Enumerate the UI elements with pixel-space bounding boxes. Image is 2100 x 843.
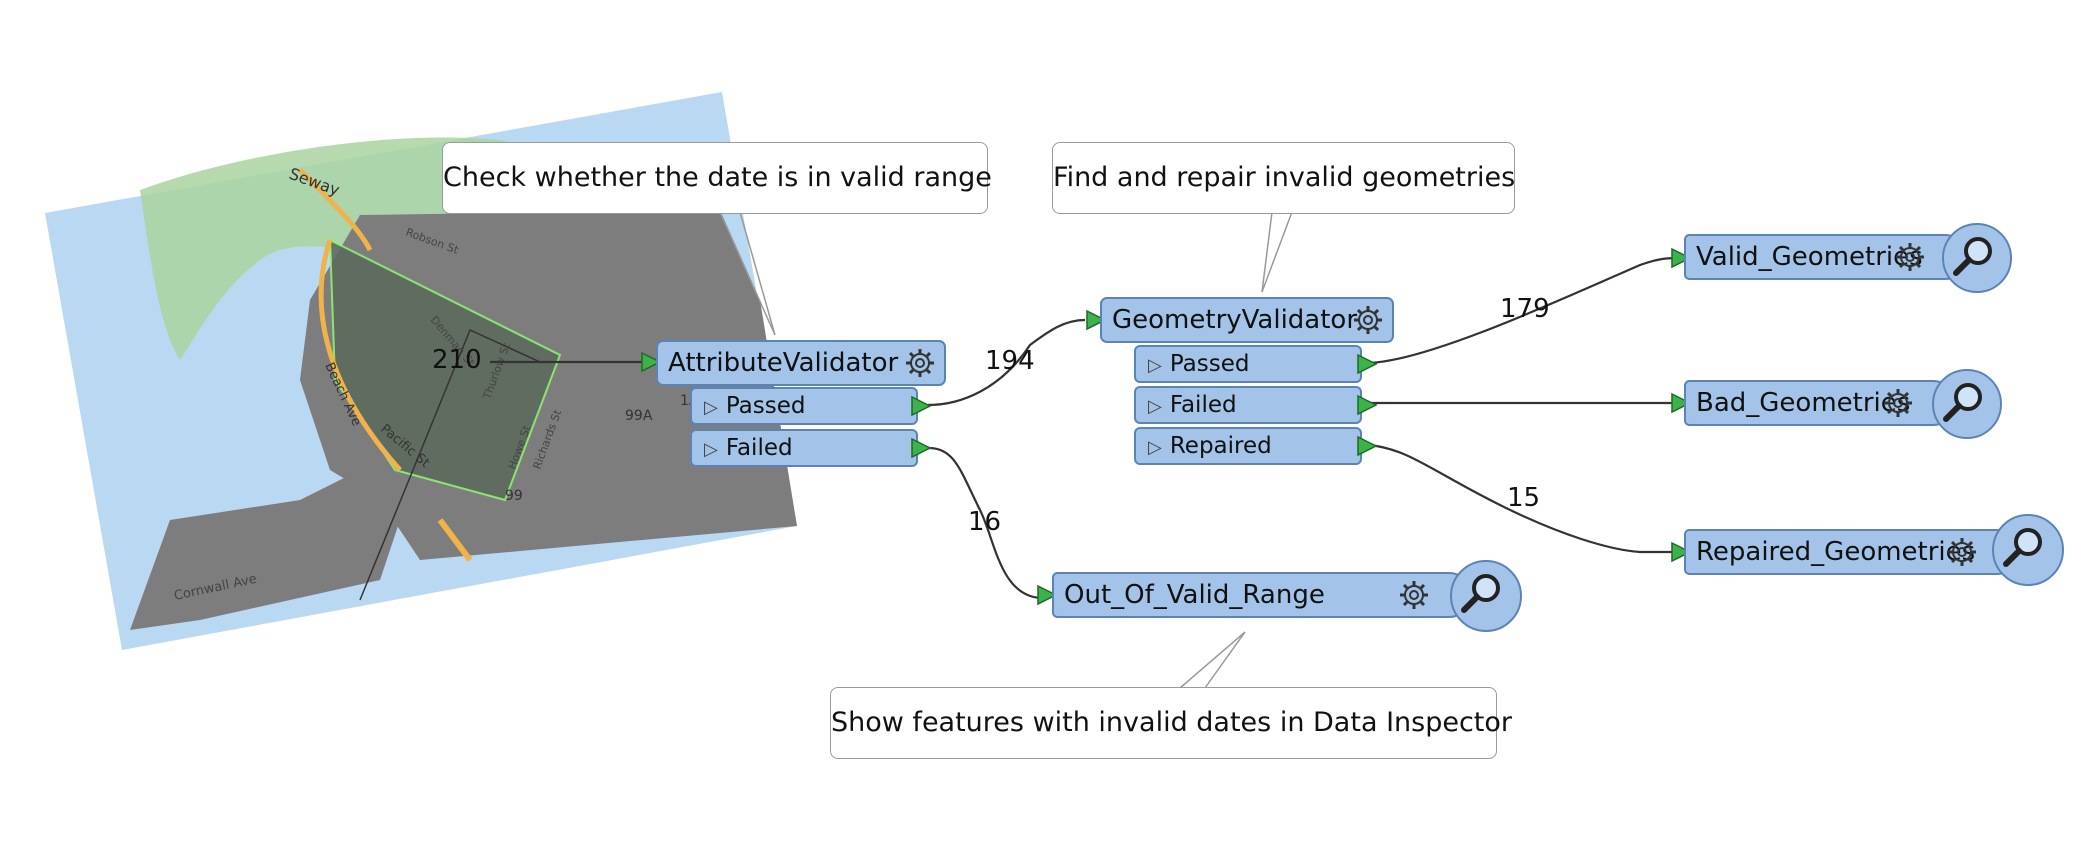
output-port-arrow[interactable] — [910, 437, 932, 459]
geometry-validator-port-failed[interactable]: ▷ Failed — [1134, 386, 1362, 424]
inspector-bad-geometries[interactable]: Bad_Geometries — [1684, 380, 1956, 426]
gear-icon[interactable] — [1398, 579, 1430, 611]
inspector-bad-geometries-lens[interactable] — [1932, 369, 2002, 439]
input-port-arrow[interactable] — [1085, 309, 1107, 331]
callout-geometry-b — [1261, 211, 1293, 293]
count-geom-repaired: 15 — [1507, 483, 1541, 513]
count-geom-passed: 179 — [1500, 294, 1550, 324]
count-attr-passed: 194 — [985, 346, 1035, 376]
magnifier-icon — [1461, 574, 1500, 613]
attribute-validator-title: AttributeValidator — [668, 348, 899, 378]
callout-inspector-b — [1204, 631, 1246, 689]
gear-icon[interactable] — [904, 347, 936, 379]
callout-inspector — [1179, 631, 1246, 689]
inspector-title: Valid_Geometries — [1696, 242, 1923, 272]
magnifier-icon — [1943, 383, 1982, 422]
count-input: 210 — [432, 345, 482, 375]
annotation-geometry-validator[interactable]: Find and repair invalid geometries — [1052, 142, 1515, 214]
collapse-triangle-icon: ▷ — [1148, 437, 1162, 458]
collapse-triangle-icon: ▷ — [1148, 396, 1162, 417]
magnifier-icon — [2003, 528, 2042, 567]
port-label: Passed — [725, 393, 806, 419]
port-label: Failed — [1169, 392, 1237, 418]
collapse-triangle-icon: ▷ — [704, 439, 718, 460]
port-label: Passed — [1169, 351, 1250, 377]
count-attr-failed: 16 — [968, 507, 1002, 537]
input-port-arrow[interactable] — [1670, 247, 1692, 269]
callout-geometry — [1261, 211, 1273, 293]
output-port-arrow[interactable] — [1356, 435, 1378, 457]
attribute-validator-port-failed[interactable]: ▷ Failed — [690, 429, 918, 467]
inspector-title: Repaired_Geometries — [1696, 537, 1976, 567]
inspector-repaired-geometries[interactable]: Repaired_Geometries — [1684, 529, 2020, 575]
geometry-validator-port-passed[interactable]: ▷ Passed — [1134, 345, 1362, 383]
geometry-validator-title: GeometryValidator — [1112, 305, 1358, 335]
connection-geom-passed — [1369, 256, 1681, 365]
port-label: Repaired — [1169, 433, 1272, 459]
inspector-valid-geometries-lens[interactable] — [1942, 223, 2012, 293]
geometry-validator-port-repaired[interactable]: ▷ Repaired — [1134, 427, 1362, 465]
input-port-arrow[interactable] — [1670, 392, 1692, 414]
gear-icon[interactable] — [1352, 304, 1384, 336]
connection-geom-repaired — [1369, 443, 1680, 554]
connection-attr-failed — [927, 446, 1041, 600]
attribute-validator-node[interactable]: AttributeValidator — [656, 340, 946, 386]
connection-input-triangle — [359, 328, 541, 601]
inspector-out-of-valid-range-lens[interactable] — [1450, 560, 1522, 632]
callout-attribute — [719, 211, 776, 336]
map-label: 99A — [625, 408, 653, 424]
inspector-title: Bad_Geometries — [1696, 388, 1911, 418]
output-port-arrow[interactable] — [1356, 394, 1378, 416]
output-port-arrow[interactable] — [1356, 353, 1378, 375]
geometry-validator-node[interactable]: GeometryValidator — [1100, 297, 1394, 343]
connection-attr-passed — [927, 318, 1086, 407]
inspector-out-of-valid-range[interactable]: Out_Of_Valid_Range — [1052, 572, 1472, 618]
magnifier-icon — [1953, 237, 1992, 276]
inspector-valid-geometries[interactable]: Valid_Geometries — [1684, 234, 1968, 280]
gear-icon[interactable] — [1894, 241, 1926, 273]
annotation-attribute-validator[interactable]: Check whether the date is in valid range — [442, 142, 992, 214]
collapse-triangle-icon: ▷ — [1148, 355, 1162, 376]
annotation-inspector[interactable]: Show features with invalid dates in Data… — [830, 687, 1512, 759]
inspector-title: Out_Of_Valid_Range — [1064, 580, 1325, 610]
input-port-arrow[interactable] — [640, 351, 662, 373]
output-port-arrow[interactable] — [910, 395, 932, 417]
attribute-validator-port-passed[interactable]: ▷ Passed — [690, 387, 918, 425]
callout-attribute-b — [739, 211, 776, 336]
map-label: 99 — [505, 488, 523, 504]
port-label: Failed — [725, 435, 793, 461]
input-port-arrow[interactable] — [1670, 541, 1692, 563]
gear-icon[interactable] — [1882, 387, 1914, 419]
gear-icon[interactable] — [1946, 536, 1978, 568]
inspector-repaired-geometries-lens[interactable] — [1992, 514, 2064, 586]
input-port-arrow[interactable] — [1036, 584, 1058, 606]
collapse-triangle-icon: ▷ — [704, 397, 718, 418]
